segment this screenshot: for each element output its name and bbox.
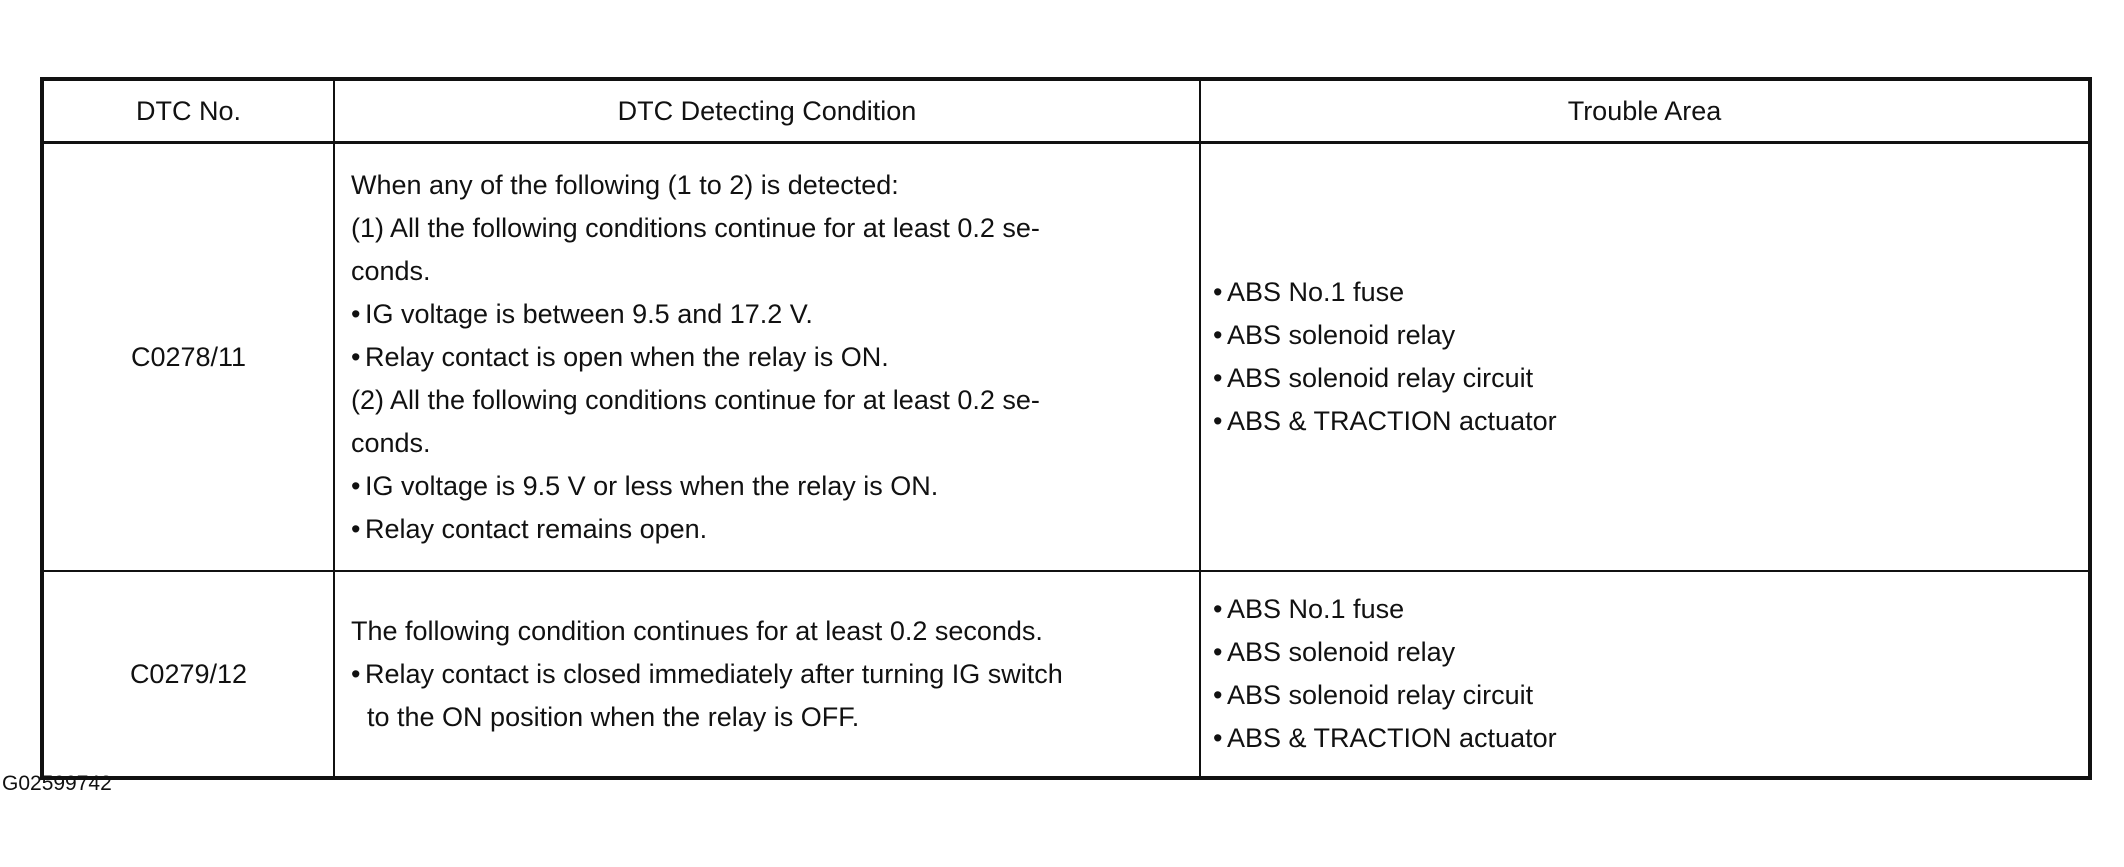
dtc-number: C0278/11 xyxy=(41,141,335,572)
trouble-area-item: •ABS solenoid relay circuit xyxy=(1213,357,2076,400)
condition-bullet: •Relay contact remains open. xyxy=(351,508,1183,551)
condition-bullet: •Relay contact is closed immediately aft… xyxy=(351,653,1183,696)
bullet-icon: • xyxy=(351,341,361,372)
bullet-icon: • xyxy=(1213,637,1223,667)
trouble-area-item: •ABS solenoid relay xyxy=(1213,631,2076,674)
dtc-number: C0279/12 xyxy=(41,570,335,779)
condition-text: The following condition continues for at… xyxy=(351,615,1043,646)
bullet-icon: • xyxy=(1213,320,1223,350)
trouble-area-item: •ABS solenoid relay circuit xyxy=(1213,674,2076,717)
dtc-table: DTC No. DTC Detecting Condition Trouble … xyxy=(40,77,2092,780)
condition-text: Relay contact is open when the relay is … xyxy=(365,341,889,372)
trouble-area-text: ABS solenoid relay circuit xyxy=(1227,363,1534,393)
bullet-icon: • xyxy=(1213,723,1223,753)
condition-text: IG voltage is 9.5 V or less when the rel… xyxy=(365,470,939,501)
trouble-area-text: ABS solenoid relay circuit xyxy=(1227,680,1534,710)
trouble-area: •ABS No.1 fuse •ABS solenoid relay •ABS … xyxy=(1199,570,2091,779)
header-trouble-area: Trouble Area xyxy=(1199,78,2091,144)
condition-text: conds. xyxy=(351,427,431,458)
condition-text: (1) All the following conditions continu… xyxy=(351,212,1040,243)
trouble-area-text: ABS & TRACTION actuator xyxy=(1227,406,1557,436)
condition-text: conds. xyxy=(351,255,431,286)
condition-text: Relay contact remains open. xyxy=(365,513,708,544)
trouble-area-item: •ABS No.1 fuse xyxy=(1213,271,2076,314)
header-dtc-no: DTC No. xyxy=(41,78,335,144)
trouble-area: •ABS No.1 fuse •ABS solenoid relay •ABS … xyxy=(1199,141,2091,572)
table-row: C0279/12 The following condition continu… xyxy=(41,570,2091,779)
bullet-icon: • xyxy=(1213,363,1223,393)
condition-text: When any of the following (1 to 2) is de… xyxy=(351,169,899,200)
bullet-icon: • xyxy=(1213,406,1223,436)
header-detecting-condition: DTC Detecting Condition xyxy=(333,78,1201,144)
condition-bullet: •Relay contact is open when the relay is… xyxy=(351,336,1183,379)
trouble-area-text: ABS No.1 fuse xyxy=(1227,594,1405,624)
bullet-icon: • xyxy=(1213,277,1223,307)
trouble-area-item: •ABS solenoid relay xyxy=(1213,314,2076,357)
trouble-area-text: ABS No.1 fuse xyxy=(1227,277,1405,307)
trouble-area-text: ABS solenoid relay xyxy=(1227,637,1456,667)
bullet-icon: • xyxy=(351,298,361,329)
bullet-icon: • xyxy=(1213,594,1223,624)
bullet-icon: • xyxy=(1213,680,1223,710)
detecting-condition: When any of the following (1 to 2) is de… xyxy=(333,141,1201,572)
figure-code: G02599742 xyxy=(2,772,112,795)
condition-text: (2) All the following conditions continu… xyxy=(351,384,1040,415)
trouble-area-text: ABS solenoid relay xyxy=(1227,320,1456,350)
trouble-area-text: ABS & TRACTION actuator xyxy=(1227,723,1557,753)
condition-bullet: •IG voltage is 9.5 V or less when the re… xyxy=(351,465,1183,508)
condition-text: IG voltage is between 9.5 and 17.2 V. xyxy=(365,298,813,329)
table-header-row: DTC No. DTC Detecting Condition Trouble … xyxy=(41,78,2091,144)
table-row: C0278/11 When any of the following (1 to… xyxy=(41,141,2091,572)
bullet-icon: • xyxy=(351,658,361,689)
trouble-area-item: •ABS & TRACTION actuator xyxy=(1213,400,2076,443)
trouble-area-item: •ABS No.1 fuse xyxy=(1213,588,2076,631)
detecting-condition: The following condition continues for at… xyxy=(333,570,1201,779)
bullet-icon: • xyxy=(351,513,361,544)
condition-text: to the ON position when the relay is OFF… xyxy=(367,701,860,732)
bullet-icon: • xyxy=(351,470,361,501)
condition-bullet: •IG voltage is between 9.5 and 17.2 V. xyxy=(351,293,1183,336)
trouble-area-item: •ABS & TRACTION actuator xyxy=(1213,717,2076,760)
condition-text: Relay contact is closed immediately afte… xyxy=(365,658,1063,689)
